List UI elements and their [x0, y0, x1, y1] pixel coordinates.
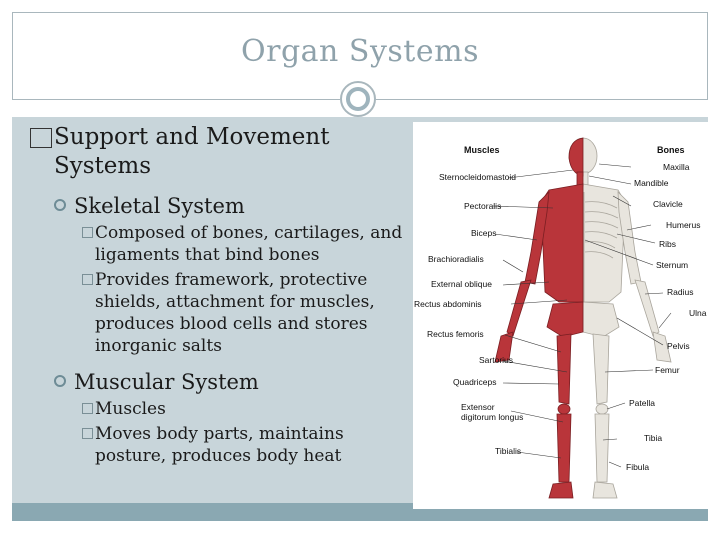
skeletal-bullet-1: Composed of bones, cartilages, and ligam…	[30, 222, 420, 266]
muscles-header: Muscles	[464, 145, 500, 155]
heading-support-movement-cont: Systems	[54, 153, 152, 179]
label-rectus-femoris: Rectus femoris	[427, 329, 484, 339]
leader-lines	[492, 163, 672, 468]
muscle-half	[494, 137, 584, 499]
rib-lines	[583, 192, 619, 302]
label-extensor: Extensor	[461, 402, 495, 412]
label-patella: Patella	[629, 398, 655, 408]
body-illustration	[492, 137, 672, 499]
title-rule-left	[12, 99, 340, 100]
label-pectoralis: Pectoralis	[464, 201, 502, 211]
label-fibula: Fibula	[626, 462, 650, 472]
slide-title: Organ Systems	[241, 34, 479, 69]
label-radius: Radius	[667, 287, 694, 297]
title-frame	[12, 12, 708, 100]
label-biceps: Biceps	[471, 228, 497, 238]
label-digitorum-longus: digitorum longus	[461, 412, 524, 422]
label-sartorius: Sartorius	[479, 355, 514, 365]
label-sternocleidomastoid: Sternocleidomastoid	[439, 172, 517, 182]
label-sternum: Sternum	[656, 260, 689, 270]
heading-support-movement: Support and Movement	[30, 123, 420, 152]
title-rule-right	[376, 99, 708, 100]
circle-emblem-icon	[340, 81, 376, 117]
label-quadriceps: Quadriceps	[453, 377, 497, 387]
anatomy-figure: Muscles Bones Sternocleidomastoid Pector…	[413, 122, 710, 509]
ring-bullet-icon	[54, 199, 66, 211]
label-external-oblique: External oblique	[431, 279, 492, 289]
muscular-bullet-2: Moves body parts, maintains posture, pro…	[30, 423, 420, 467]
label-femur: Femur	[655, 365, 680, 375]
square-bullet-icon	[82, 403, 93, 414]
square-bullet-icon	[82, 227, 93, 238]
label-mandible: Mandible	[634, 178, 669, 188]
label-maxilla: Maxilla	[663, 162, 690, 172]
ring-bullet-icon	[54, 375, 66, 387]
box-bullet-icon	[30, 128, 52, 148]
label-tibialis: Tibialis	[495, 446, 522, 456]
square-bullet-icon	[82, 428, 93, 439]
label-pelvis: Pelvis	[667, 341, 690, 351]
muscular-heading: Muscular System	[30, 369, 420, 395]
label-clavicle: Clavicle	[653, 199, 683, 209]
label-brachioradialis: Brachioradialis	[428, 254, 484, 264]
bones-header: Bones	[657, 145, 685, 155]
skeletal-heading: Skeletal System	[30, 193, 420, 219]
muscular-bullet-1: Muscles	[30, 398, 420, 420]
label-ribs: Ribs	[659, 239, 677, 249]
label-humerus: Humerus	[666, 220, 701, 230]
label-tibia: Tibia	[644, 433, 663, 443]
skeletal-bullet-2: Provides framework, protective shields, …	[30, 269, 420, 357]
skeleton-half	[568, 137, 672, 499]
text-content: Support and Movement Systems Skeletal Sy…	[30, 123, 420, 467]
label-ulna: Ulna	[689, 308, 707, 318]
label-rectus-abdominis: Rectus abdominis	[414, 299, 482, 309]
square-bullet-icon	[82, 274, 93, 285]
